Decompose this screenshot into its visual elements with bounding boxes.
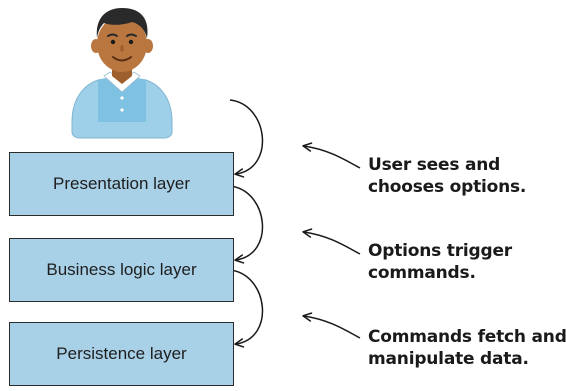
callout-arrows [302, 142, 361, 339]
presentation-layer-box: Presentation layer [9, 152, 234, 216]
callout-arrow-2 [302, 228, 361, 255]
persistence-layer-box: Persistence layer [9, 322, 234, 386]
annotation-options-trigger: Options trigger commands. [368, 240, 512, 284]
annotation-1-line-2: chooses options. [368, 177, 527, 197]
business-logic-layer-label: Business logic layer [46, 260, 197, 279]
flow-arrow-business-to-persistence [229, 269, 264, 348]
annotation-user-sees: User sees and chooses options. [368, 154, 526, 198]
annotation-3-line-2: manipulate data. [368, 349, 529, 369]
persistence-layer-label: Persistence layer [56, 344, 187, 363]
callout-arrow-3 [302, 312, 361, 339]
business-logic-layer-box: Business logic layer [9, 238, 234, 302]
user-avatar-icon [71, 8, 173, 139]
flow-arrow-presentation-to-business [229, 185, 264, 264]
callout-arrow-1 [302, 142, 361, 169]
annotation-2-line-2: commands. [368, 263, 476, 283]
annotation-3-line-1: Commands fetch and [368, 327, 566, 347]
presentation-layer-label: Presentation layer [52, 174, 191, 193]
flow-arrow-user-to-presentation [229, 99, 264, 178]
annotation-commands-fetch: Commands fetch and manipulate data. [368, 326, 566, 370]
annotation-1-line-1: User sees and [368, 155, 501, 175]
flow-arrows [229, 99, 264, 348]
annotation-2-line-1: Options trigger [368, 241, 512, 261]
